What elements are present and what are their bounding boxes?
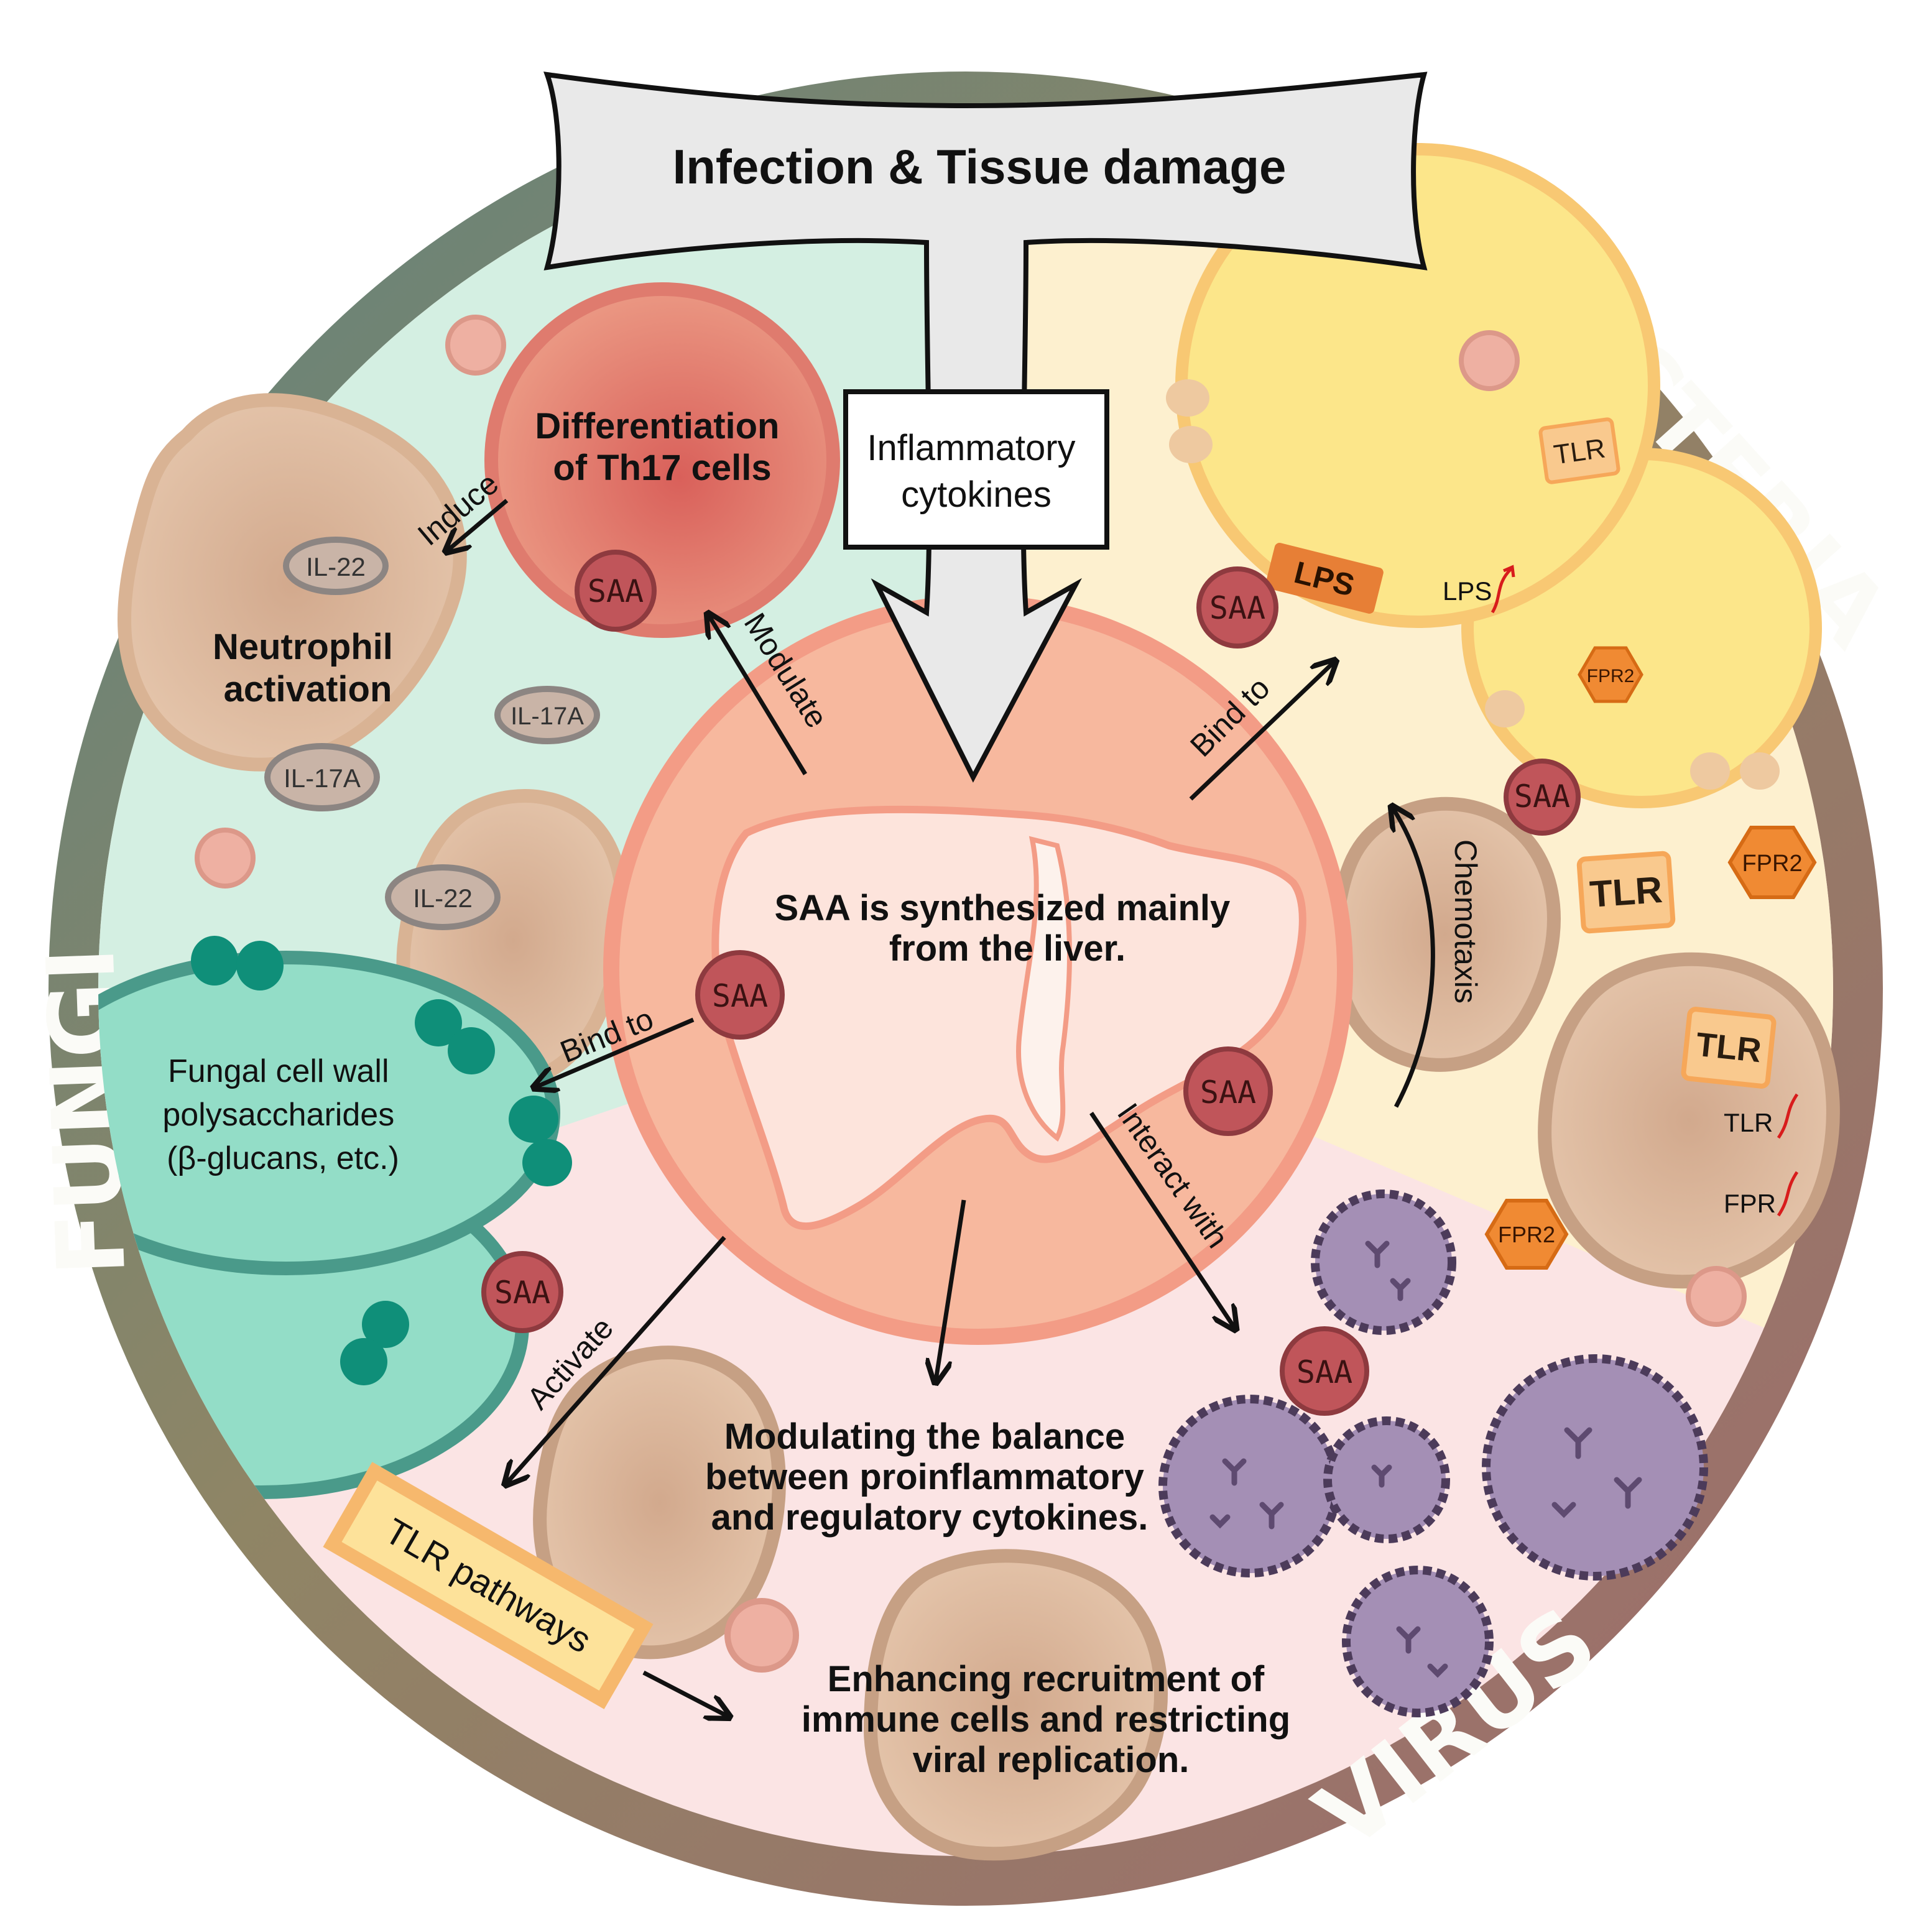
th17-cell bbox=[484, 282, 840, 638]
fpr2-hex-right: FPR2 bbox=[1727, 826, 1817, 899]
small-cell bbox=[195, 828, 256, 889]
modulate-arrow bbox=[709, 616, 807, 775]
fpr-up-arrow bbox=[1777, 1171, 1799, 1217]
svg-text:SAA: SAA bbox=[1200, 1074, 1256, 1110]
tlr-box-right: TLR bbox=[1681, 1007, 1777, 1089]
il22-bottom-badge: IL-22 bbox=[385, 864, 501, 930]
saa-badge: SAA bbox=[695, 950, 785, 1040]
saa-badge: SAA bbox=[1280, 1326, 1369, 1416]
il17a-right-badge: IL-17A bbox=[494, 686, 600, 744]
lps-up-arrow bbox=[1491, 568, 1512, 614]
fpr-up-label: FPR bbox=[1724, 1189, 1776, 1218]
macrophage-right-lower bbox=[1538, 952, 1840, 1289]
svg-text:SAA: SAA bbox=[588, 573, 644, 609]
svg-text:FPR2: FPR2 bbox=[1742, 851, 1802, 877]
small-cell bbox=[1459, 330, 1520, 391]
small-cell bbox=[1686, 1266, 1747, 1327]
center-label: SAA is synthesized mainly from the liver… bbox=[775, 888, 1241, 969]
svg-text:IL-22: IL-22 bbox=[413, 884, 473, 913]
virus-particle bbox=[1482, 1354, 1708, 1581]
macrophage-virus-left bbox=[533, 1346, 786, 1660]
neutrophil-label: Neutrophil activation bbox=[213, 627, 403, 709]
svg-text:FPR2: FPR2 bbox=[1498, 1222, 1555, 1247]
svg-text:TLR: TLR bbox=[1588, 869, 1663, 915]
virus-particle bbox=[1158, 1395, 1341, 1577]
th17-label: Differentiation of Th17 cells bbox=[535, 406, 789, 488]
il22-top-badge: IL-22 bbox=[283, 537, 389, 595]
fpr2-hex-bottom: FPR2 bbox=[1484, 1199, 1569, 1270]
tlr-up-label: TLR bbox=[1724, 1108, 1773, 1137]
enhancing-arrow bbox=[642, 1670, 728, 1716]
liver-gallbladder bbox=[1016, 836, 1072, 1142]
tlr-box-small: TLR bbox=[1538, 417, 1620, 484]
induce-arrow bbox=[448, 499, 509, 550]
svg-text:IL-17A: IL-17A bbox=[284, 764, 361, 793]
modulating-balance-label: Modulating the balance between proinflam… bbox=[705, 1416, 1154, 1538]
interact-with-arrow bbox=[1089, 1112, 1234, 1327]
small-cell bbox=[724, 1598, 799, 1673]
il17a-left-badge: IL-17A bbox=[264, 743, 380, 811]
saa-badge: SAA bbox=[1196, 566, 1278, 649]
virus-spikes bbox=[1209, 1240, 1642, 1678]
svg-text:IL-17A: IL-17A bbox=[511, 703, 584, 730]
lps-tag: LPS bbox=[1265, 543, 1384, 614]
bacterial-membrane-bumps bbox=[1166, 379, 1780, 790]
virus-particles bbox=[1158, 1189, 1708, 1717]
modulating-arrow bbox=[936, 1199, 966, 1380]
infection-title: Infection & Tissue damage bbox=[673, 139, 1287, 194]
svg-text:SAA: SAA bbox=[1296, 1354, 1352, 1390]
tlr-up-arrow bbox=[1777, 1093, 1799, 1139]
svg-text:SAA: SAA bbox=[494, 1275, 550, 1311]
virus-particle bbox=[1342, 1566, 1494, 1717]
bind-to-bacteria-arrow bbox=[1189, 662, 1334, 801]
arrows bbox=[448, 499, 1435, 1716]
svg-text:SAA: SAA bbox=[712, 978, 768, 1014]
svg-text:FPR2: FPR2 bbox=[1587, 666, 1635, 686]
tlr-pathways-box: TLR pathways bbox=[323, 1462, 654, 1709]
macrophage-virus-bottom bbox=[863, 1549, 1168, 1861]
svg-text:TLR: TLR bbox=[1694, 1026, 1763, 1070]
svg-text:IL-22: IL-22 bbox=[306, 552, 366, 581]
activate-arrow bbox=[507, 1235, 726, 1483]
fungal-receptors bbox=[191, 936, 572, 1385]
small-cell bbox=[445, 315, 506, 376]
chemotaxis-label: Chemotaxis bbox=[1448, 839, 1483, 1004]
liver-shape bbox=[711, 805, 1306, 1230]
tlr-box-mid: TLR bbox=[1576, 851, 1676, 934]
macrophage-right-upper bbox=[1328, 796, 1561, 1072]
fpr2-hex-top: FPR2 bbox=[1578, 646, 1643, 703]
bind-to-fungi-arrow bbox=[536, 1017, 695, 1087]
svg-text:Inflammatory cytokines: Inflammatory cytokines bbox=[867, 428, 1085, 515]
cytokines-box: Inflammatory cytokines bbox=[843, 389, 1109, 550]
chemotaxis-arrow bbox=[1393, 808, 1435, 1108]
svg-text:SAA: SAA bbox=[1514, 778, 1570, 815]
svg-text:SAA: SAA bbox=[1209, 590, 1265, 626]
lps-up-label: LPS bbox=[1443, 576, 1492, 606]
saa-badge: SAA bbox=[481, 1251, 563, 1333]
saa-badge: SAA bbox=[575, 550, 657, 632]
virus-particle bbox=[1311, 1189, 1456, 1335]
enhancing-recruitment-label: Enhancing recruitment of immune cells an… bbox=[802, 1659, 1301, 1780]
fungal-cell-wall-label: Fungal cell wall polysaccharides (β-gluc… bbox=[162, 1053, 403, 1176]
svg-text:TLR: TLR bbox=[1552, 433, 1607, 470]
virus-particle bbox=[1323, 1416, 1450, 1543]
saa-badge: SAA bbox=[1504, 759, 1581, 836]
saa-badge: SAA bbox=[1183, 1046, 1273, 1136]
